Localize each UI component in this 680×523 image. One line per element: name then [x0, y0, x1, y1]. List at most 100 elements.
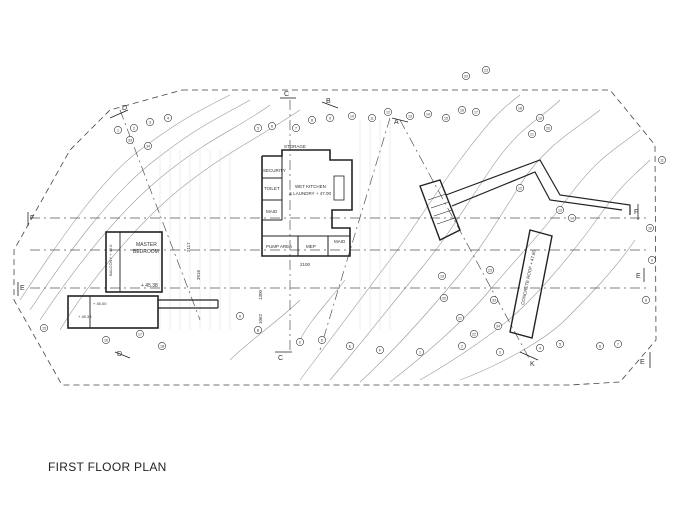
grid-bubble-label: 16 [460, 108, 464, 112]
grid-bubble [384, 108, 392, 116]
grid-bubble [516, 184, 524, 192]
grid-bubble [40, 324, 48, 332]
grid-bubble [254, 326, 262, 334]
terrain-hatch [159, 120, 391, 330]
section-markers: D C B A F E F E E D C K [17, 91, 651, 368]
svg-text:E: E [640, 359, 645, 366]
grid-bubble-label: 14 [570, 216, 574, 220]
room-label-laundry-level: & LAUNDRY + 47.00 [289, 191, 331, 196]
grid-bubble-label: 23 [488, 268, 492, 272]
dim-1062: 1062 [258, 313, 263, 324]
grid-bubble [308, 116, 316, 124]
grid-bubble-label: 10 [350, 114, 354, 118]
grid-bubble [438, 272, 446, 280]
room-label-balcony: BALCONY + 45.0 [108, 244, 113, 276]
room-label-toilet: TOILET [264, 186, 280, 191]
grid-bubble [126, 136, 134, 144]
grid-bubble [158, 342, 166, 350]
section-marker-c-bottom: C [275, 351, 292, 362]
grid-bubble [164, 114, 172, 122]
grid-bubble-label: 9 [651, 258, 653, 262]
grid-bubble-label: F [379, 348, 382, 352]
grid-bubble [442, 114, 450, 122]
grid-bubble-label: 18 [518, 106, 522, 110]
grid-bubble [456, 314, 464, 322]
grid-bubble [496, 348, 504, 356]
grid-bubble-label: 17 [474, 110, 478, 114]
grid-bubble-label: 13 [558, 208, 562, 212]
room-label-security: SECURITY [263, 168, 286, 173]
grid-bubble [114, 126, 122, 134]
grid-bubble-label: 20 [546, 126, 550, 130]
svg-text:D: D [122, 105, 127, 112]
grid-bubble-label: 1 [117, 128, 119, 132]
grid-bubble-label: 5 [257, 126, 259, 130]
grid-bubble-label: 8 [311, 118, 313, 122]
master-bedroom-block [67, 231, 219, 329]
grid-bubble [368, 114, 376, 122]
grid-bubble [472, 108, 480, 116]
grid-bubble [416, 348, 424, 356]
grid-bubble [440, 294, 448, 302]
grid-bubble-label: 23 [484, 68, 488, 72]
grid-bubble-label: 6 [271, 124, 273, 128]
grid-bubble [268, 122, 276, 130]
grid-bubble [486, 266, 494, 274]
grid-bubble-label: C [299, 340, 302, 344]
room-label-maid-1: MAID [266, 209, 278, 214]
room-label-storage: STORAGE [284, 144, 306, 149]
grid-bubble-label: 16 [104, 338, 108, 342]
grid-bubble-label: 2 [133, 126, 135, 130]
section-marker-d-top: D [109, 105, 129, 119]
section-marker-k-bottom: K [519, 351, 539, 368]
grid-bubble [146, 118, 154, 126]
section-marker-e-right-1: E [636, 268, 645, 282]
grid-bubble [348, 112, 356, 120]
dim-2100: 2100 [300, 262, 311, 267]
grid-bubble [614, 340, 622, 348]
grid-bubble [556, 206, 564, 214]
grid-bubble [536, 344, 544, 352]
grid-bubble-label: 15 [42, 326, 46, 330]
grid-bubble-label: A [239, 314, 242, 318]
grid-bubble [658, 156, 666, 164]
grid-bubble-label: 15 [444, 116, 448, 120]
grid-bubble [568, 214, 576, 222]
level-bath-2: + 45.38 [78, 314, 92, 319]
grid-bubble-label: 20 [442, 296, 446, 300]
room-label-concrete-roof: CONCRETE ROOF + 47.80 [520, 249, 537, 305]
grid-bubble [646, 224, 654, 232]
grid-bubble-label: 14 [426, 112, 430, 116]
grid-bubble [544, 124, 552, 132]
grid-bubble-label: 13 [408, 114, 412, 118]
grid-bubble-label: 5 [559, 342, 561, 346]
dimension-labels: 2117 3916 1300 1062 2100 [186, 242, 311, 324]
svg-text:C: C [284, 91, 289, 98]
grid-bubble [528, 130, 536, 138]
room-label-bedroom: BEDROOM [133, 249, 159, 255]
grid-bubble-label: 19 [538, 116, 542, 120]
grid-bubble-label: 9 [329, 116, 331, 120]
grid-bubble-label: 7 [617, 342, 619, 346]
grid-bubble [102, 336, 110, 344]
grid-bubble [326, 114, 334, 122]
grid-bubble-label: 4 [167, 116, 169, 120]
room-label-wet-kitchen: WET KITCHEN [295, 184, 326, 189]
grid-bubble-label: 18 [160, 344, 164, 348]
grid-bubble-label: 1 [419, 350, 421, 354]
room-label-master: MASTER [136, 242, 157, 248]
service-block [261, 149, 353, 257]
grid-bubble [642, 296, 650, 304]
room-label-pump-area: PUMP AREA [266, 244, 292, 249]
grid-lines [30, 100, 650, 361]
grid-bubble-label: 11 [370, 116, 374, 120]
grid-bubble-label: 34 [496, 324, 500, 328]
grid-bubble-label: 11 [660, 158, 664, 162]
grid-bubble [376, 346, 384, 354]
grid-bubble [596, 342, 604, 350]
svg-text:E: E [20, 285, 25, 292]
room-label-mep: MEP [306, 244, 316, 249]
grid-bubble [556, 340, 564, 348]
